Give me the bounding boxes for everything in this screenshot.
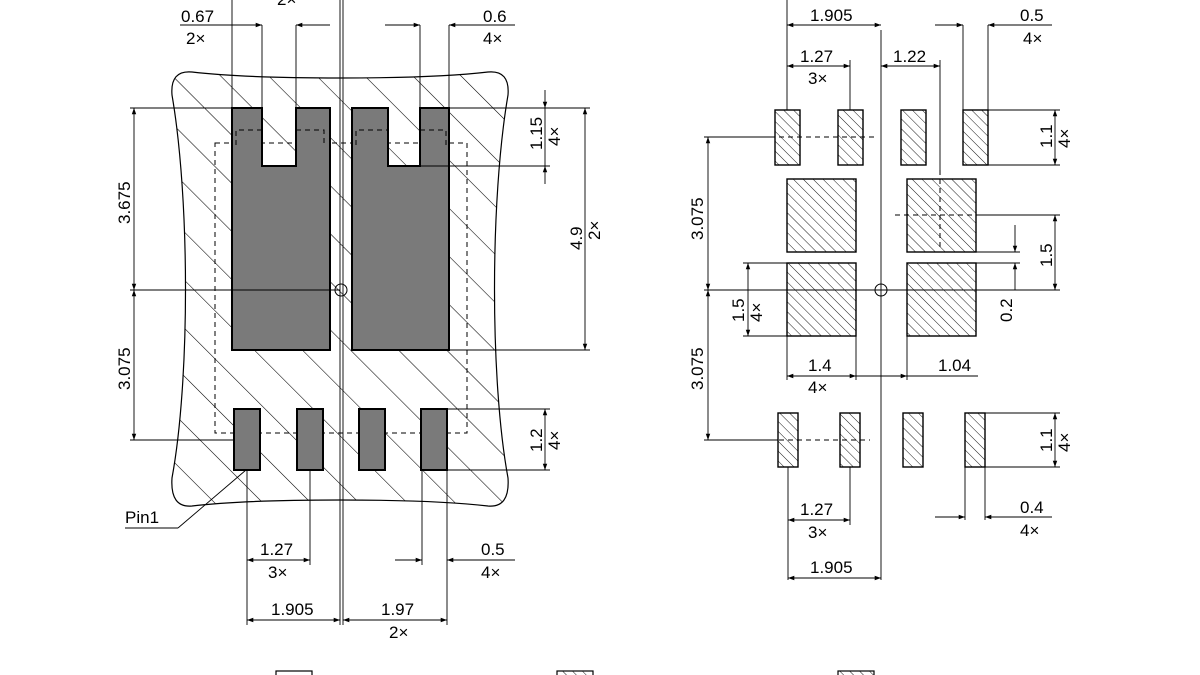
package-outline [214,142,468,434]
dim-104: 1.04 [938,356,971,375]
dim-left-15: 1.5 [729,298,748,322]
bot-pad-4 [964,412,986,468]
legend-swatch-solid [275,670,313,675]
dim-top-05: 0.5 [1020,6,1044,25]
bot-pad-3 [902,412,924,468]
small-pin-2 [296,408,324,471]
dim-bottom-left: 1.905 [271,600,314,619]
dim-14: 1.4 [808,356,832,375]
dim-right-02: 0.2 [997,298,1016,322]
dim-right-pin-mult: 4× [545,431,564,450]
top-pad-2 [837,109,864,166]
dim-left-15-mult: 4× [747,303,766,322]
dim-right-11-mult: 4× [1055,129,1074,148]
dim-top-05-mult: 4× [1023,29,1042,48]
dim-right-11b: 1.1 [1037,428,1056,452]
left-view: 0.67 2× 2× 0.6 4× 3.675 3.075 1.15 4× 4.… [115,0,604,642]
dim-pitch: 1.27 [260,540,293,559]
pin1-label: Pin1 [125,508,159,527]
dim-pin-w-mult: 4× [481,563,500,582]
dim-right-tab-mult: 4× [545,127,564,146]
dim-top-127: 1.27 [800,47,833,66]
dim-pin-w: 0.5 [481,540,505,559]
dim-bot-04-mult: 4× [1020,521,1039,540]
top-pad-1 [774,109,801,166]
top-pad-3 [900,109,927,166]
dim-bot-04: 0.4 [1020,498,1044,517]
mid-pad-1 [786,178,857,253]
dim-bot-1905: 1.905 [810,558,853,577]
legend-swatch-hatch [837,670,875,675]
dim-top-127-mult: 3× [808,69,827,88]
dim-right-big-mult: 2× [585,221,604,240]
dim-right-15: 1.5 [1037,243,1056,267]
dim-bottom-right-mult: 2× [389,623,408,642]
legend-swatch-grid [556,670,594,675]
dim-left-3075a: 3.075 [688,197,707,240]
dim-top-right-mult: 4× [483,29,502,48]
dim-bot-127-mult: 3× [808,523,827,542]
dim-left-lower: 3.075 [115,347,134,390]
dim-bottom-right: 1.97 [381,600,414,619]
right-view: 1.905 0.5 4× 1.27 3× 1.22 1.1 4× 3.075 1… [688,0,1074,581]
small-pin-1 [233,408,261,471]
dim-right-11: 1.1 [1037,124,1056,148]
dim-bot-127: 1.27 [800,500,833,519]
dim-right-pin: 1.2 [527,428,546,452]
tab-outline-left [235,129,325,145]
dim-right-11b-mult: 4× [1055,433,1074,452]
dim-top-right: 0.6 [483,7,507,26]
mid-pad-4 [906,262,977,337]
dim-top-cut-mult: 2× [277,0,296,9]
dim-right-tab: 1.15 [527,117,546,150]
dim-left-upper: 3.675 [115,181,134,224]
dim-14-mult: 4× [808,378,827,397]
top-pad-4 [962,109,989,166]
dim-pitch-mult: 3× [268,563,287,582]
dim-top-122: 1.22 [893,47,926,66]
dim-left-3075b: 3.075 [688,347,707,390]
dim-top-left: 0.67 [181,7,214,26]
small-pin-4 [420,408,448,471]
dim-top-1905: 1.905 [810,6,853,25]
mid-pad-3 [786,262,857,337]
legend-swatches [275,670,875,675]
small-pin-3 [358,408,386,471]
dim-right-big: 4.9 [567,226,586,250]
dim-top-left-mult: 2× [186,29,205,48]
tab-outline-right [355,129,447,145]
